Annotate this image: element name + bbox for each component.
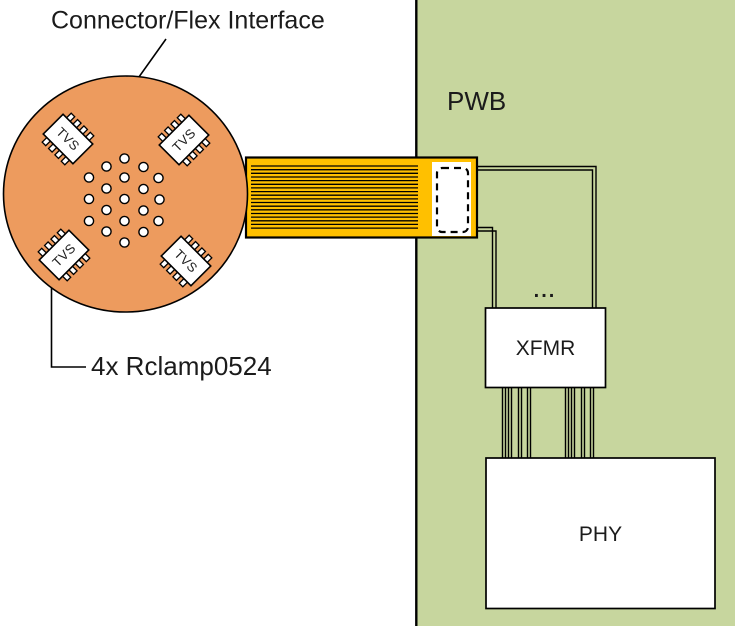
- rclamp-leader-line: [50, 280, 86, 368]
- title-label: Connector/Flex Interface: [51, 7, 325, 35]
- phy-box: [485, 457, 716, 610]
- rclamp-label: 4x Rclamp0524: [91, 351, 272, 381]
- flex-connector: [432, 162, 471, 236]
- tvs-chip-nw: TVS: [41, 112, 95, 166]
- flex-traces: [251, 165, 418, 229]
- flex-connector-dashed-outline: [435, 166, 470, 234]
- diff-pair-top: [477, 165, 597, 308]
- bus-ellipsis-label: ...: [534, 280, 557, 302]
- tvs-chip-ne: TVS: [157, 113, 211, 167]
- xfmr-phy-lines-right: [564, 387, 595, 458]
- tvs-chip-se: TVS: [159, 234, 213, 288]
- xfmr-phy-lines-left: [501, 387, 532, 458]
- xfmr-label: XFMR: [516, 337, 576, 360]
- pin-hole-array: [83, 153, 165, 248]
- xfmr-box: [484, 307, 607, 389]
- diff-pair-bottom: [477, 226, 497, 308]
- tvs-chip-sw: TVS: [37, 228, 91, 282]
- pwb-label: PWB: [447, 86, 506, 116]
- phy-label: PHY: [579, 523, 622, 546]
